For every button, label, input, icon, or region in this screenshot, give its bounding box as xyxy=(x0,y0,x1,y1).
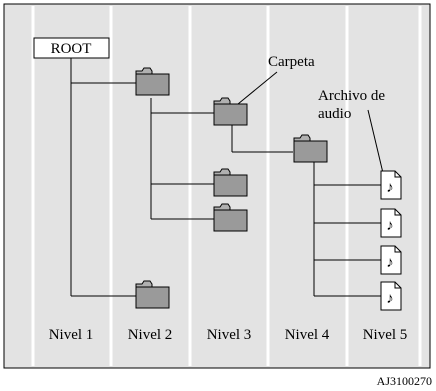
audio-file-icon: ♪ xyxy=(380,170,402,200)
svg-text:♪: ♪ xyxy=(386,255,394,271)
audio-callout-line-1: Archivo de xyxy=(318,88,385,104)
level-label-5: Nivel 5 xyxy=(363,327,408,343)
root-node-box xyxy=(33,37,110,59)
folder-callout: Carpeta xyxy=(268,54,315,70)
root-node-label: ROOT xyxy=(51,41,92,57)
level-separators xyxy=(31,6,422,366)
level-label-1: Nivel 1 xyxy=(49,327,94,343)
audio-callout-line-2: audio xyxy=(318,106,351,122)
svg-text:♪: ♪ xyxy=(386,291,394,307)
audio-file-icon: ♪ xyxy=(380,281,402,311)
svg-text:♪: ♪ xyxy=(386,218,394,234)
level-label-2: Nivel 2 xyxy=(128,327,173,343)
level-label-4: Nivel 4 xyxy=(285,327,330,343)
level-label-3: Nivel 3 xyxy=(207,327,252,343)
figure-code: AJ3100270 xyxy=(377,374,432,388)
svg-text:♪: ♪ xyxy=(386,180,394,196)
audio-file-icon: ♪ xyxy=(380,208,402,238)
tree-connectors xyxy=(70,58,384,297)
audio-file-icon: ♪ xyxy=(380,245,402,275)
